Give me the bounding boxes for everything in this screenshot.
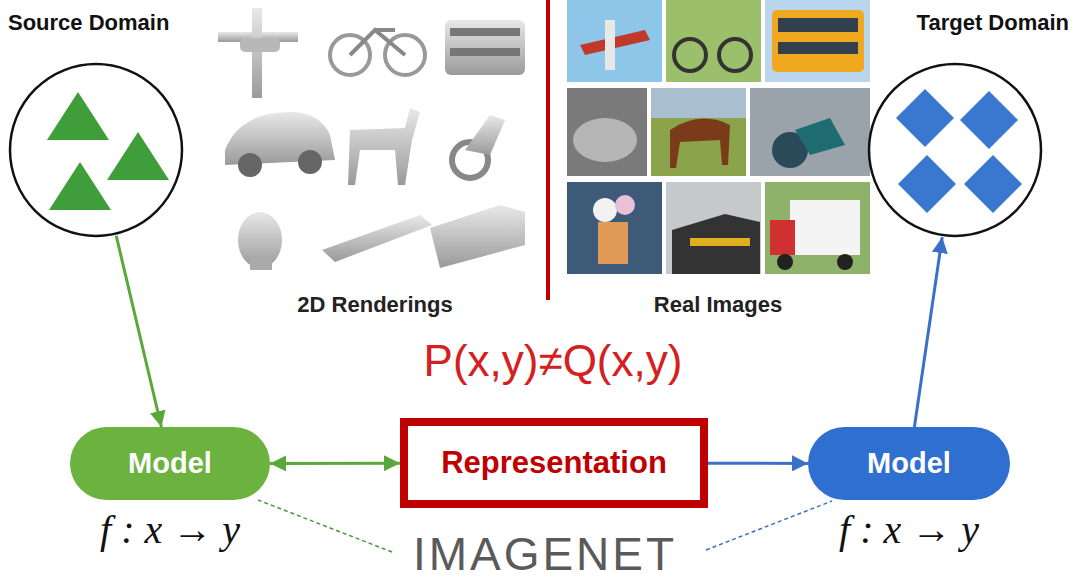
model-label: Model [128, 447, 212, 480]
connector-arrow [116, 236, 161, 427]
function-formula: f : x → y [748, 506, 1070, 553]
domain-heading: Source Domain [8, 10, 169, 36]
formula: P(x,y)≠Q(x,y) [330, 336, 776, 386]
domain-circle: Target Domain [867, 62, 1043, 238]
logo-text: IMAGENET [370, 527, 720, 581]
circle-outline [10, 64, 182, 236]
connector-arrow [270, 462, 400, 465]
circle-outline [8, 62, 184, 238]
triangle-symbol [49, 162, 111, 210]
leader-line [258, 500, 392, 552]
triangle-symbol [107, 132, 169, 180]
domain-circle: Source Domain [8, 62, 184, 238]
image-caption: Real Images [628, 292, 808, 318]
leader-line [706, 501, 832, 550]
image-caption: 2D Renderings [285, 292, 465, 318]
circle-outline [869, 64, 1041, 236]
rendering-grid [218, 8, 525, 270]
model-pill: Modelf : x → y [808, 427, 1010, 500]
model-pill: Modelf : x → y [70, 427, 270, 500]
representation-label: Representation [441, 445, 667, 481]
triangle-symbol [47, 92, 109, 140]
real-image-grid [567, 0, 870, 274]
domain-heading: Target Domain [917, 10, 1069, 36]
diamond-symbol [898, 155, 956, 213]
function-formula: f : x → y [10, 506, 330, 553]
representation-box: Representation [400, 418, 708, 508]
connector-arrow [708, 462, 808, 465]
divider [546, 0, 550, 300]
diamond-symbol [964, 155, 1022, 213]
diamond-symbol [896, 89, 954, 147]
circle-outline [867, 62, 1043, 238]
diamond-symbol [960, 91, 1018, 149]
model-label: Model [867, 447, 951, 480]
connector-arrow [914, 237, 942, 427]
